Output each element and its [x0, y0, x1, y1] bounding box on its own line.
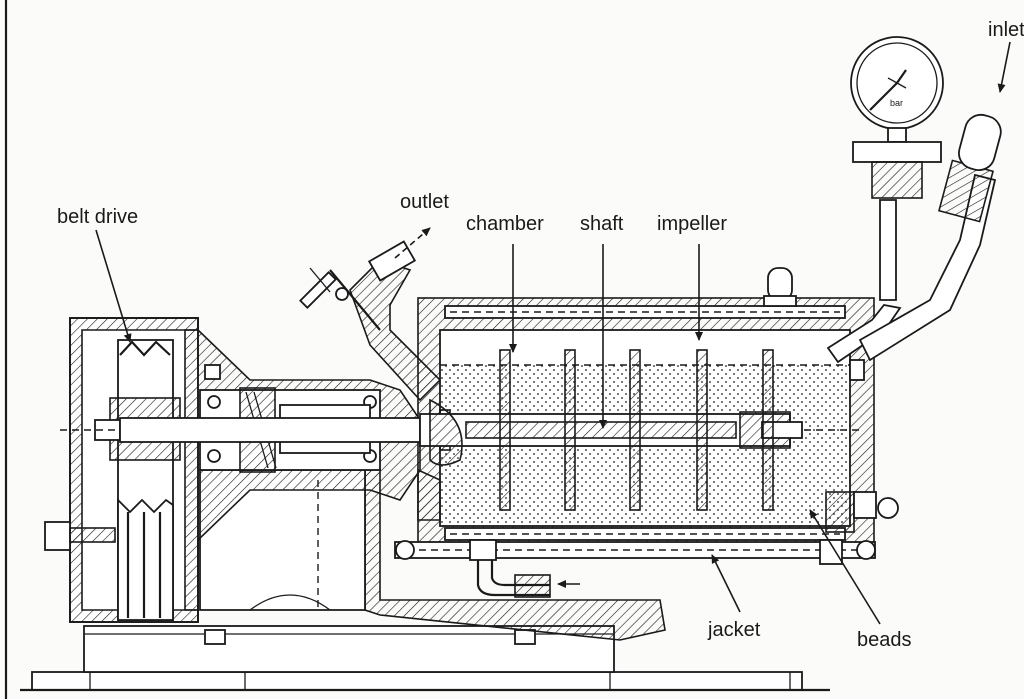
jacket-fittings	[394, 539, 876, 598]
label-beads: beads	[857, 629, 912, 651]
gauge-unit-label: bar	[890, 98, 903, 108]
leader-arrows	[95, 41, 1011, 625]
inlet-arrow	[997, 41, 1011, 93]
label-impeller: impeller	[657, 213, 727, 235]
right-end-fittings	[825, 359, 899, 533]
label-belt-drive: belt drive	[57, 206, 138, 228]
belt-drive-housing	[44, 317, 199, 623]
base-plate	[20, 625, 830, 692]
vent	[763, 267, 797, 307]
label-shaft: shaft	[580, 213, 624, 235]
pressure-gauge: bar	[850, 36, 944, 199]
label-inlet: inlet	[988, 19, 1024, 41]
outlet-arrow	[394, 227, 431, 259]
impeller-discs	[499, 349, 774, 511]
label-outlet: outlet	[400, 191, 449, 213]
label-jacket: jacket	[707, 619, 761, 641]
label-chamber: chamber	[466, 213, 544, 235]
jacket-arrow	[711, 554, 741, 613]
pedestal	[199, 469, 666, 641]
belt-drive-arrow	[95, 229, 132, 343]
inlet-pipe	[826, 113, 1002, 364]
beads-arrow	[809, 509, 881, 625]
